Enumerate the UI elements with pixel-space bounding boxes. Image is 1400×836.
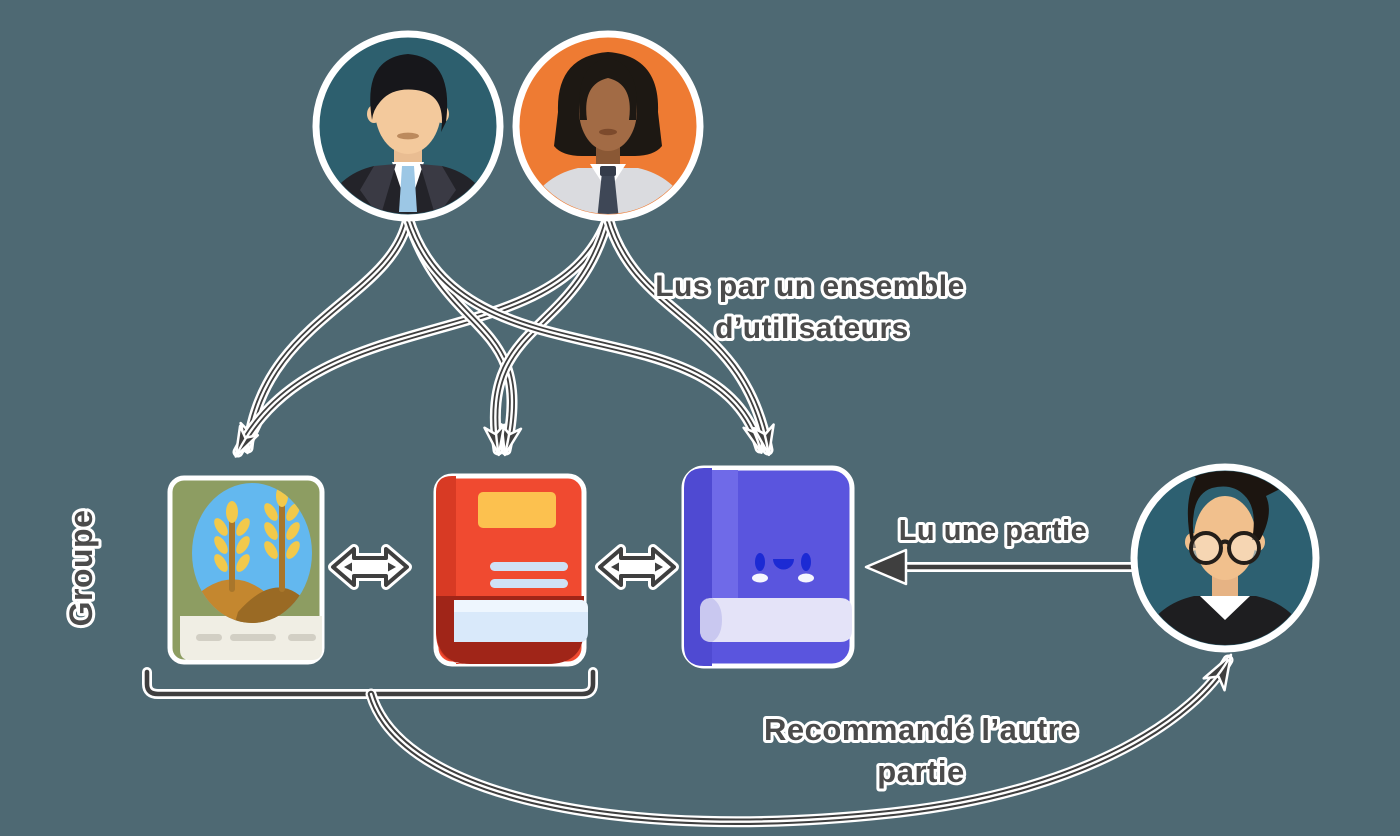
purple-book-face	[752, 553, 814, 583]
avatar-businessman	[312, 30, 504, 222]
reader-collar	[1200, 596, 1250, 620]
similarity-arrow-right	[600, 549, 674, 585]
businessman-lapel-left	[360, 164, 396, 214]
label-recommended-line1: Recommandé l’autre	[764, 712, 1078, 747]
label-recommended-line2: partie	[877, 754, 964, 789]
wheat-icon	[192, 485, 312, 623]
purple-book-pages	[700, 598, 852, 642]
label-group: Groupe	[63, 510, 99, 627]
green-book-pages	[180, 616, 322, 660]
label-read-part: Lu une partie	[899, 515, 1088, 547]
businesswoman-tie	[596, 172, 620, 214]
businessman-tie	[399, 166, 417, 212]
similarity-arrow-left	[333, 549, 407, 585]
businesswoman-mouth	[599, 128, 617, 136]
purple-book-highlight	[712, 470, 738, 616]
read-part-arrowhead	[864, 548, 908, 586]
label-read-by-group-line2: d’utilisateurs	[715, 312, 909, 345]
wheat-stalk-right	[264, 485, 300, 592]
book-red	[433, 473, 588, 667]
book-purple	[681, 465, 855, 669]
label-read-by-group-line1: Lus par un ensemble	[655, 270, 965, 303]
businessman-lapel-right	[420, 164, 456, 214]
read-part-arrow	[864, 548, 1140, 586]
avatar-reader	[1130, 463, 1320, 653]
businessman-mouth	[397, 132, 419, 140]
red-book-line1	[490, 562, 568, 571]
businesswoman-face	[579, 69, 637, 151]
red-book-label	[478, 492, 556, 528]
avatar-businesswoman	[512, 30, 704, 222]
businessman-hair	[370, 54, 448, 132]
businesswoman-hair-front	[579, 58, 637, 120]
red-book-pages	[454, 600, 588, 642]
reader-glasses	[1189, 531, 1261, 565]
reader-hair	[1184, 471, 1282, 548]
red-book-line2	[490, 579, 568, 588]
businesswoman-tie-knot	[600, 166, 616, 176]
book-agriculture	[167, 475, 325, 665]
wheat-stalk-left	[214, 501, 250, 592]
